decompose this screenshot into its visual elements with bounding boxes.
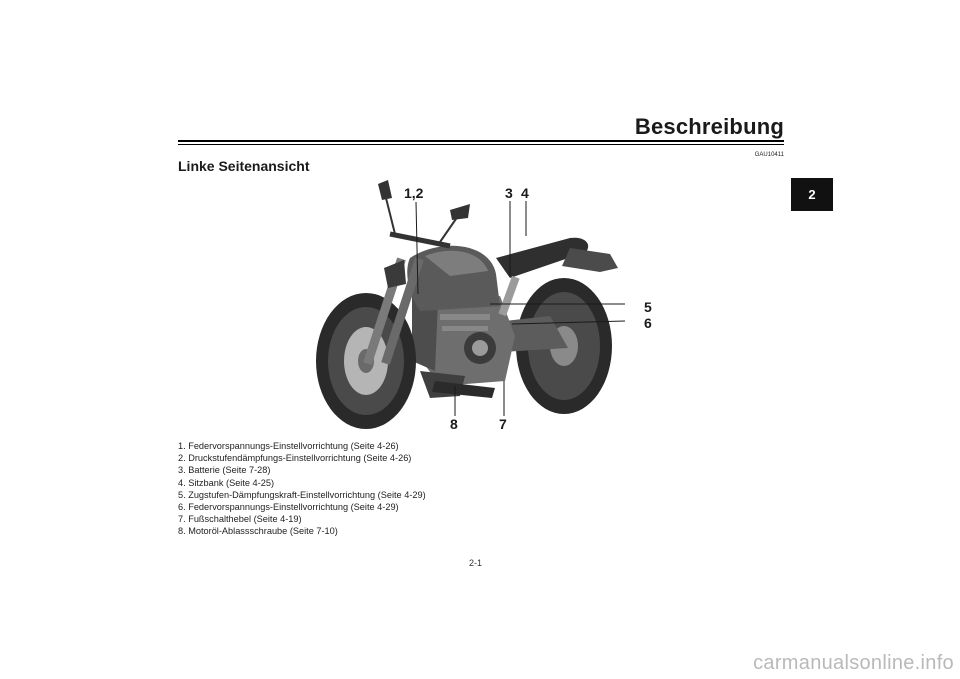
mirror-right [450, 204, 470, 220]
section-heading: Linke Seitenansicht [178, 158, 310, 174]
legend-item: 5. Zugstufen-Dämpfungskraft-Einstellvorr… [178, 489, 426, 500]
mirror-left [378, 180, 392, 200]
parts-legend: 1. Federvorspannungs-Einstellvorrichtung… [178, 440, 426, 538]
callout-7: 7 [499, 416, 507, 432]
legend-item: 7. Fußschalthebel (Seite 4-19) [178, 514, 302, 525]
page-title: Beschreibung [634, 114, 784, 139]
rear-shock [498, 275, 520, 317]
exhaust [432, 381, 495, 398]
header-rule-thin [178, 144, 784, 145]
callout-8: 8 [450, 416, 458, 432]
legend-item: 2. Druckstufendämpfungs-Einstellvorricht… [178, 453, 412, 464]
legend-item: 8. Motoröl-Ablassschraube (Seite 7-10) [178, 526, 338, 537]
headlight [384, 260, 406, 288]
legend-item: 3. Batterie (Seite 7-28) [178, 465, 271, 476]
handlebar [389, 231, 451, 249]
page-number: 2-1 [469, 558, 483, 568]
legend-item: 1. Federvorspannungs-Einstellvorrichtung… [178, 441, 399, 451]
callout-5: 5 [644, 299, 652, 315]
callout-4: 4 [521, 185, 529, 201]
chapter-tab: 2 [791, 178, 833, 211]
seat [496, 237, 589, 278]
callout-3: 3 [505, 185, 513, 201]
header-rule-thick [178, 140, 784, 142]
legend-item: 4. Sitzbank (Seite 4-25) [178, 477, 275, 488]
radiator [412, 296, 438, 371]
motorcycle-illustration: 1,2 3 4 5 6 7 8 [316, 180, 652, 432]
document-code: GAU10411 [754, 152, 784, 158]
watermark: carmanualsonline.info [753, 652, 954, 674]
callout-6: 6 [644, 315, 652, 331]
callout-1-2: 1,2 [404, 185, 424, 201]
tail [562, 248, 618, 272]
legend-item: 6. Federvorspannungs-Einstellvorrichtung… [178, 502, 399, 513]
